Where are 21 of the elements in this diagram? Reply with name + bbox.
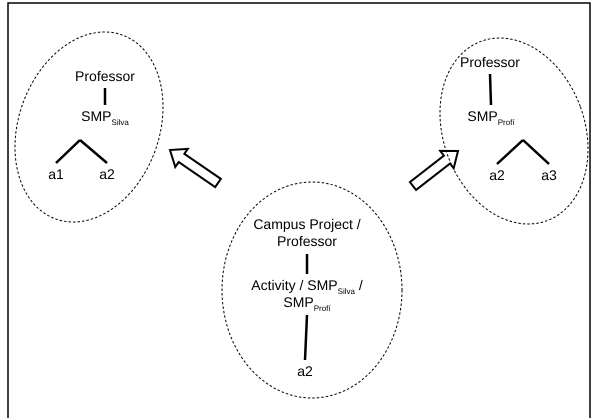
node-label: Professor	[74, 68, 136, 85]
connector-line	[306, 254, 308, 274]
node-label: Campus Project / Professor	[252, 216, 362, 250]
node-label: Professor	[459, 54, 521, 71]
node-label: SMP$_{Profí}$	[466, 108, 516, 125]
connector-line	[488, 74, 492, 106]
node-label: a1	[47, 166, 65, 183]
connector-line	[522, 139, 550, 165]
block-arrow	[408, 150, 460, 192]
connector-line	[79, 139, 108, 164]
node-label: a2	[296, 363, 314, 380]
node-label: Activity / SMP$_{Silva}$ / SMP$_{Profí}$	[250, 277, 364, 311]
node-label: a3	[540, 167, 558, 184]
node-label: a2	[98, 166, 116, 183]
connector-line	[55, 139, 81, 164]
node-label: SMP$_{Silva}$	[80, 108, 130, 125]
block-arrow	[168, 148, 222, 189]
connector-line	[496, 139, 524, 165]
connector-line	[104, 88, 106, 105]
node-label: a2	[488, 167, 506, 184]
connector-line	[304, 314, 308, 360]
